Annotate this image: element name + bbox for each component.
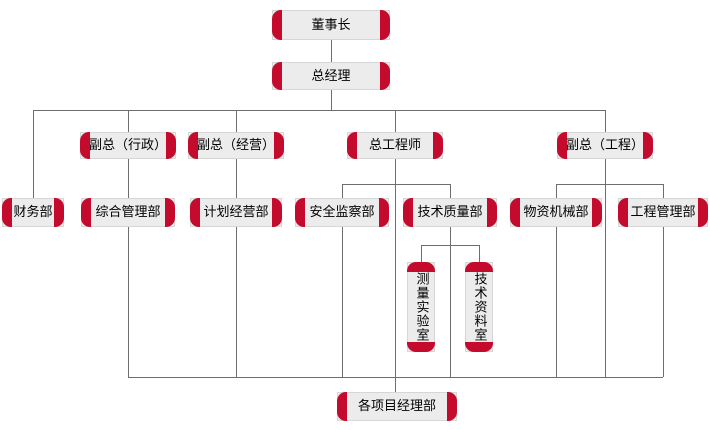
node-cap-left bbox=[337, 392, 347, 421]
node-cap-left bbox=[188, 132, 198, 159]
org-node-vp-admin: 副总（行政） bbox=[80, 132, 176, 159]
node-cap-right bbox=[433, 132, 443, 159]
connector-line bbox=[421, 245, 479, 246]
node-cap-right bbox=[272, 198, 282, 227]
node-cap-right bbox=[380, 62, 390, 90]
node-cap-right bbox=[166, 132, 176, 159]
connector-line bbox=[421, 245, 422, 262]
node-cap-left bbox=[272, 62, 282, 90]
connector-line bbox=[556, 184, 663, 185]
org-node-vp-operations: 副总（经营） bbox=[188, 132, 284, 159]
org-node-safety-dept: 安全监察部 bbox=[295, 198, 389, 227]
org-node-vp-engineering: 副总（工程） bbox=[557, 132, 653, 159]
connector-line bbox=[33, 110, 605, 111]
connector-line bbox=[395, 110, 396, 132]
node-cap-left bbox=[557, 132, 567, 159]
org-node-finance-dept: 财务部 bbox=[2, 198, 64, 227]
connector-line bbox=[236, 110, 237, 132]
node-cap-left bbox=[2, 198, 12, 227]
org-node-label: 测量实验室 bbox=[413, 272, 429, 342]
org-node-label: 技术资料室 bbox=[471, 272, 487, 342]
connector-line bbox=[342, 184, 450, 185]
connector-line bbox=[236, 159, 237, 198]
node-cap-right bbox=[487, 198, 497, 227]
org-node-label: 副总（行政） bbox=[88, 138, 167, 153]
org-node-label: 总经理 bbox=[311, 68, 351, 84]
connector-line bbox=[128, 377, 663, 378]
node-cap-left bbox=[272, 10, 282, 40]
node-cap-right bbox=[380, 10, 390, 40]
node-cap-right bbox=[447, 392, 457, 421]
connector-line bbox=[395, 159, 396, 392]
connector-line bbox=[556, 227, 557, 377]
org-node-measurement-lab: 测量实验室 bbox=[407, 262, 435, 352]
node-cap-right bbox=[592, 198, 602, 227]
connector-line bbox=[342, 227, 343, 377]
connector-line bbox=[236, 227, 237, 377]
node-cap-left bbox=[81, 198, 91, 227]
connector-line bbox=[605, 159, 606, 377]
org-node-label: 副总（工程） bbox=[565, 138, 644, 153]
connector-line bbox=[128, 110, 129, 132]
org-node-label: 工程管理部 bbox=[630, 205, 696, 220]
node-cap-left bbox=[618, 198, 628, 227]
org-node-label: 安全监察部 bbox=[309, 205, 375, 220]
org-node-planning-dept: 计划经营部 bbox=[190, 198, 282, 227]
connector-line bbox=[128, 227, 129, 377]
node-cap-right bbox=[54, 198, 64, 227]
node-cap-left bbox=[190, 198, 200, 227]
connector-line bbox=[450, 227, 451, 377]
node-cap-right bbox=[274, 132, 284, 159]
connector-line bbox=[331, 40, 332, 62]
connector-line bbox=[663, 227, 664, 377]
org-node-label: 综合管理部 bbox=[95, 205, 161, 220]
node-cap-right bbox=[379, 198, 389, 227]
org-node-label: 物资机械部 bbox=[523, 205, 589, 220]
connector-line bbox=[331, 90, 332, 110]
node-cap-left bbox=[347, 132, 357, 159]
node-cap-left bbox=[295, 198, 305, 227]
org-node-label: 技术质量部 bbox=[417, 205, 483, 220]
connector-line bbox=[479, 245, 480, 262]
connector-line bbox=[33, 110, 34, 198]
connector-line bbox=[605, 110, 606, 132]
org-node-tech-archives: 技术资料室 bbox=[465, 262, 493, 352]
node-cap-top bbox=[465, 262, 493, 272]
org-node-tech-quality-dept: 技术质量部 bbox=[403, 198, 497, 227]
org-node-general-mgmt-dept: 综合管理部 bbox=[81, 198, 175, 227]
connector-line bbox=[128, 159, 129, 198]
org-node-label: 总工程师 bbox=[368, 138, 421, 153]
connector-line bbox=[342, 184, 343, 198]
node-cap-left bbox=[80, 132, 90, 159]
node-cap-bottom bbox=[407, 342, 435, 352]
org-node-engineering-mgmt-dept: 工程管理部 bbox=[618, 198, 708, 227]
node-cap-right bbox=[165, 198, 175, 227]
org-node-chief-engineer: 总工程师 bbox=[347, 132, 443, 159]
node-cap-right bbox=[643, 132, 653, 159]
connector-line bbox=[450, 184, 451, 198]
connector-line bbox=[663, 184, 664, 198]
org-node-label: 副总（经营） bbox=[196, 138, 275, 153]
node-cap-left bbox=[403, 198, 413, 227]
node-cap-left bbox=[510, 198, 520, 227]
org-node-label: 各项目经理部 bbox=[357, 399, 436, 414]
org-node-label: 计划经营部 bbox=[203, 205, 269, 220]
org-node-general-manager: 总经理 bbox=[272, 62, 390, 90]
node-cap-top bbox=[407, 262, 435, 272]
org-node-chairman: 董事长 bbox=[272, 10, 390, 40]
connector-line bbox=[556, 184, 557, 198]
org-node-materials-dept: 物资机械部 bbox=[510, 198, 602, 227]
node-cap-bottom bbox=[465, 342, 493, 352]
org-node-project-managers: 各项目经理部 bbox=[337, 392, 457, 421]
node-cap-right bbox=[698, 198, 708, 227]
org-node-label: 财务部 bbox=[13, 205, 53, 220]
org-node-label: 董事长 bbox=[311, 17, 351, 33]
